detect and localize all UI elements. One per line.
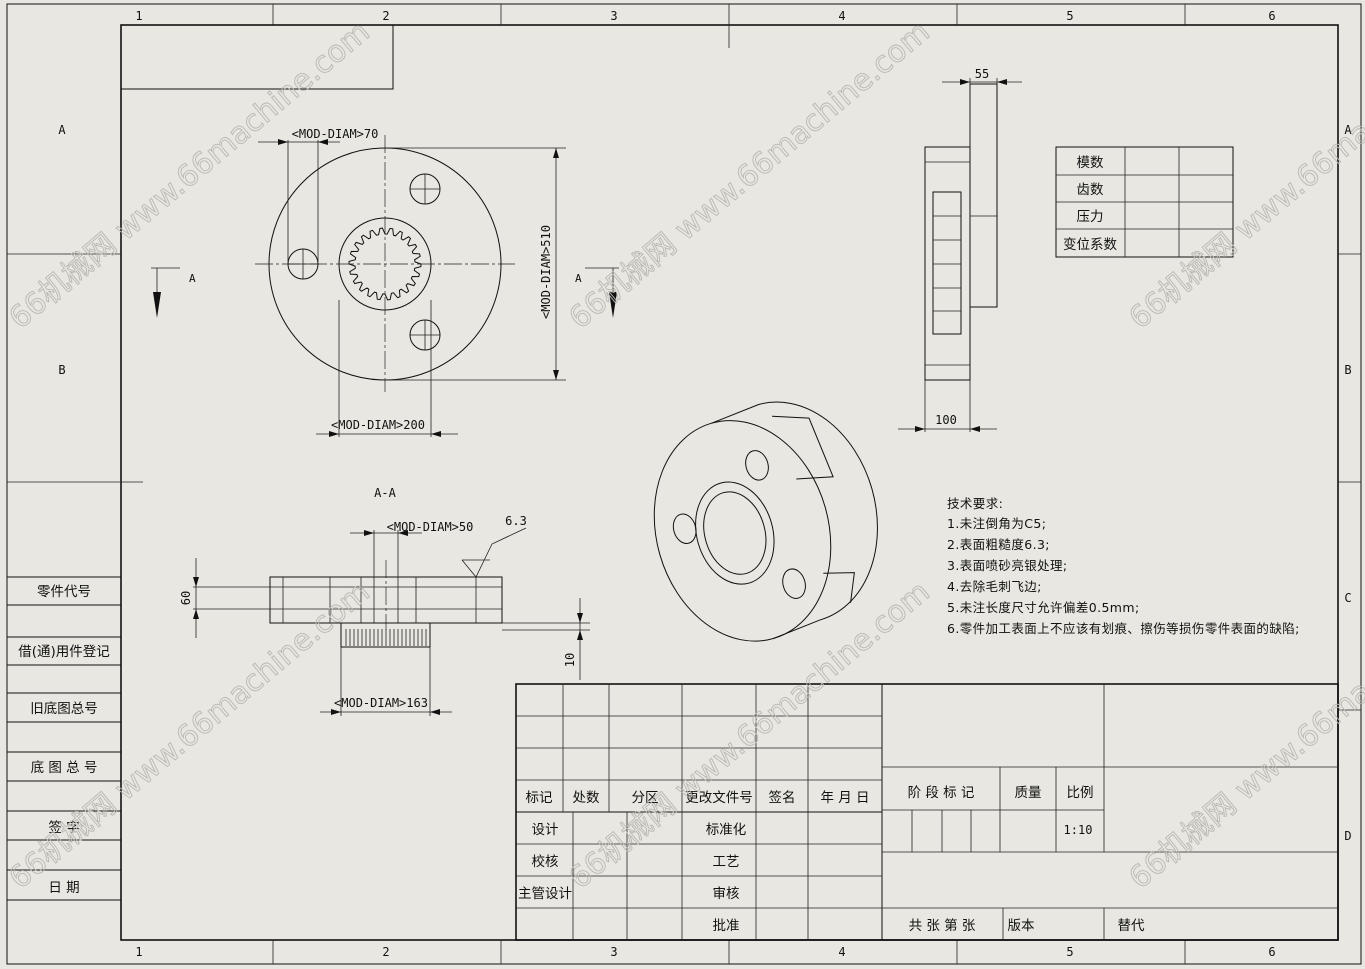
- zone-row-left-B: B: [58, 363, 65, 377]
- zone-col-bottom-1: 1: [135, 945, 142, 959]
- section-title: A-A: [374, 486, 396, 500]
- version-label: 版本: [1008, 918, 1036, 934]
- side-width-bottom-dim: 100: [935, 413, 957, 427]
- section-hole-dim: <MOD-DIAM>50: [387, 520, 474, 534]
- gear-param-label: 模数: [1077, 155, 1105, 171]
- watermark-text: 66机械网 www.66machine.com: [563, 574, 937, 896]
- zone-col-bottom-4: 4: [838, 945, 845, 959]
- front-outer-dim: <MOD-DIAM>510: [539, 225, 553, 319]
- zone-col-top-5: 5: [1066, 9, 1073, 23]
- left-strip-label: 签 字: [48, 819, 79, 836]
- side-width-top-dim: 55: [975, 67, 989, 81]
- replace-label: 替代: [1118, 918, 1146, 934]
- section-gear-dim: <MOD-DIAM>163: [334, 696, 428, 710]
- rotated-title-box: [120, 24, 394, 90]
- section-marker-left: A: [189, 272, 196, 285]
- rev-header: 更改文件号: [685, 790, 753, 806]
- zone-col-top-1: 1: [135, 9, 142, 23]
- watermark-text: 66机械网 www.66machine.com: [3, 14, 377, 336]
- tech-req-item: 5.未注长度尺寸允许偏差0.5mm;: [947, 600, 1140, 615]
- left-strip-label: 旧底图总号: [30, 701, 98, 717]
- side-view: [898, 78, 1022, 432]
- gear-param-label: 齿数: [1077, 182, 1105, 198]
- zone-row-right-A: A: [1344, 123, 1352, 137]
- mass-label: 质量: [1015, 785, 1042, 801]
- sheets-label: 共 张 第 张: [909, 917, 976, 934]
- zone-ticks: [7, 4, 1361, 964]
- front-bore-dim: <MOD-DIAM>200: [331, 418, 425, 432]
- section-view: [193, 527, 590, 716]
- left-strip-label: 零件代号: [37, 584, 91, 600]
- zone-row-right-C: C: [1344, 591, 1351, 605]
- left-strip-label: 日 期: [48, 880, 79, 896]
- zone-col-top-6: 6: [1268, 9, 1275, 23]
- tech-req-item: 2.表面粗糙度6.3;: [947, 537, 1050, 552]
- watermark-text: 66机械网 www.66machine.com: [563, 14, 937, 336]
- rev-header: 标记: [526, 790, 553, 806]
- scale-label: 比例: [1067, 785, 1094, 801]
- zone-col-bottom-5: 5: [1066, 945, 1073, 959]
- rev-header: 处数: [573, 790, 601, 806]
- isometric-view: [653, 401, 878, 642]
- zone-row-right-D: D: [1344, 829, 1351, 843]
- stage-label: 阶 段 标 记: [908, 785, 975, 801]
- signoff-right-label: 工艺: [713, 854, 740, 870]
- tech-req-item: 4.去除毛刺飞边;: [947, 579, 1042, 594]
- zone-col-bottom-3: 3: [610, 945, 617, 959]
- zone-row-right-B: B: [1344, 363, 1351, 377]
- tech-req-item: 1.未注倒角为C5;: [947, 516, 1046, 531]
- gear-param-table: [1055, 146, 1234, 258]
- tech-req-item: 6.零件加工表面上不应该有划痕、擦伤等损伤零件表面的缺陷;: [947, 621, 1300, 636]
- signoff-right-label: 审核: [713, 886, 740, 902]
- scale-value: 1:10: [1064, 823, 1093, 837]
- section-marker-right: A: [575, 272, 582, 285]
- signoff-left-label: 校核: [532, 853, 559, 870]
- front-view: [151, 135, 619, 437]
- rev-header: 签名: [769, 789, 796, 806]
- zone-col-top-3: 3: [610, 9, 617, 23]
- signoff-left-label: 主管设计: [518, 886, 572, 902]
- watermark-text: 66机械网 www.66machine.com: [3, 574, 377, 896]
- zone-col-bottom-6: 6: [1268, 945, 1275, 959]
- left-strip-table: [7, 576, 121, 901]
- tech-req-title: 技术要求:: [947, 496, 1003, 511]
- left-strip-label: 借(通)用件登记: [18, 644, 110, 660]
- title-block: [515, 683, 1339, 941]
- tech-req-item: 3.表面喷砂亮银处理;: [947, 558, 1068, 573]
- gear-param-label: 变位系数: [1063, 237, 1117, 253]
- tech-requirements: 技术要求: 1.未注倒角为C5; 2.表面粗糙度6.3; 3.表面喷砂亮银处理; 4.去…: [947, 496, 1300, 636]
- zone-col-top-2: 2: [382, 9, 389, 23]
- signoff-right-label: 标准化: [706, 822, 747, 838]
- front-hole-dim: <MOD-DIAM>70: [292, 127, 379, 141]
- gear-param-label: 压力: [1077, 209, 1104, 225]
- roughness-symbol-value: 6.3: [505, 514, 527, 528]
- sheet-outer-border: [6, 3, 1362, 965]
- signoff-left-label: 设计: [532, 822, 559, 838]
- section-step-dim: 10: [563, 653, 577, 667]
- left-strip-label: 底 图 总 号: [31, 760, 98, 776]
- zone-col-top-4: 4: [838, 9, 845, 23]
- rev-header: 年 月 日: [820, 790, 869, 806]
- signoff-right-label: 批准: [713, 918, 740, 934]
- zone-row-left-A: A: [58, 123, 66, 137]
- title-block-labels: 标记 处数 分区 更改文件号签名 年 月 日设计校核主管设计 标准化工艺审核批准 阶 段 标…: [518, 785, 1145, 934]
- rev-header: 分区: [632, 790, 659, 806]
- zone-col-bottom-2: 2: [382, 945, 389, 959]
- section-thickness-dim: 60: [179, 591, 193, 605]
